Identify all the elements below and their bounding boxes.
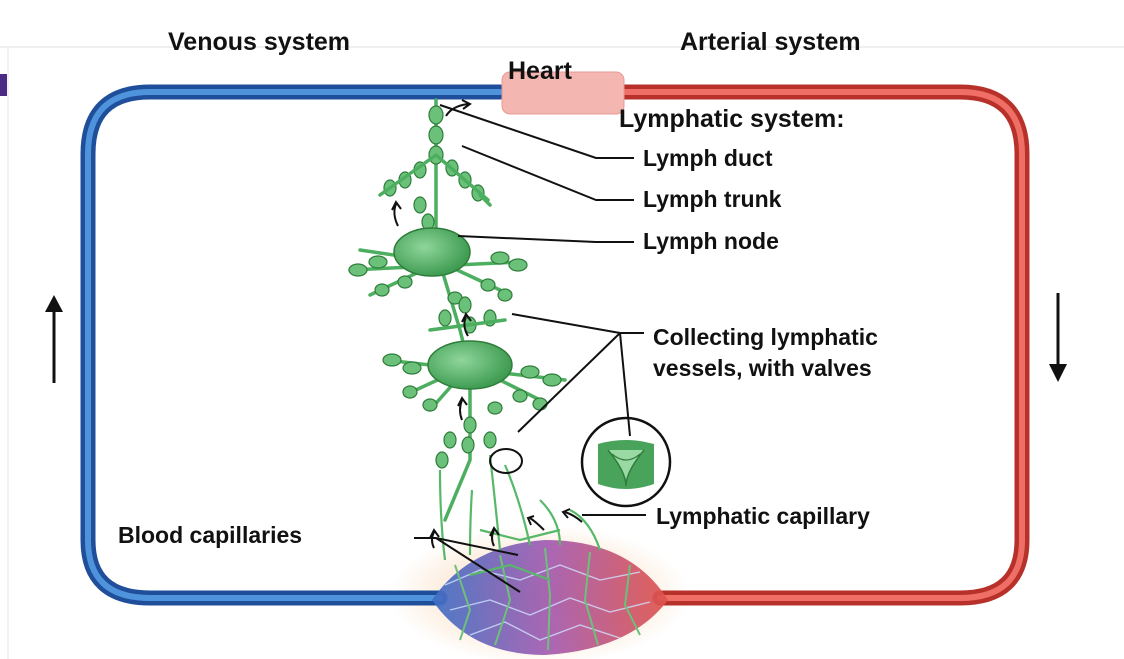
lymph-duct-beads [378,105,492,231]
lymphatic-capillary-label: Lymphatic capillary [656,503,870,529]
venous-flow-arrow [45,295,63,383]
lymphatic-system-heading: Lymphatic system: [619,105,845,133]
lymph-flow-arrows [391,99,583,549]
collecting-vessel-beads [428,296,507,334]
valve-detail-inset [580,416,672,508]
lymph-node-label: Lymph node [643,228,779,254]
arterial-flow-arrow [1049,293,1067,382]
leader-lymph-duct [439,104,634,159]
heart-box [501,71,625,115]
lymph-trunk-label: Lymph trunk [643,186,782,212]
leader-blood-capillaries [414,537,521,593]
valve-marker-circle [489,448,523,474]
arterial-system-label: Arterial system [680,28,861,56]
lymph-duct-label: Lymph duct [643,145,773,171]
accent-bar [0,74,7,96]
lower-vessel-beads [435,416,497,469]
venous-highlight [85,89,503,601]
arterial-highlight [617,89,1025,601]
heart-label: Heart [508,57,573,85]
collecting-vessels-label-line1: Collecting lymphatic [653,324,878,350]
collecting-vessels-label-line2: vessels, with valves [653,355,872,381]
leader-collecting-vessels [511,313,644,437]
lymph-node-lower [382,340,567,415]
lymph-node-upper [348,227,528,305]
leader-lymph-node [457,235,634,243]
blood-capillaries-label: Blood capillaries [118,522,302,548]
leader-lymph-trunk [461,145,634,201]
venous-system-label: Venous system [168,28,350,56]
